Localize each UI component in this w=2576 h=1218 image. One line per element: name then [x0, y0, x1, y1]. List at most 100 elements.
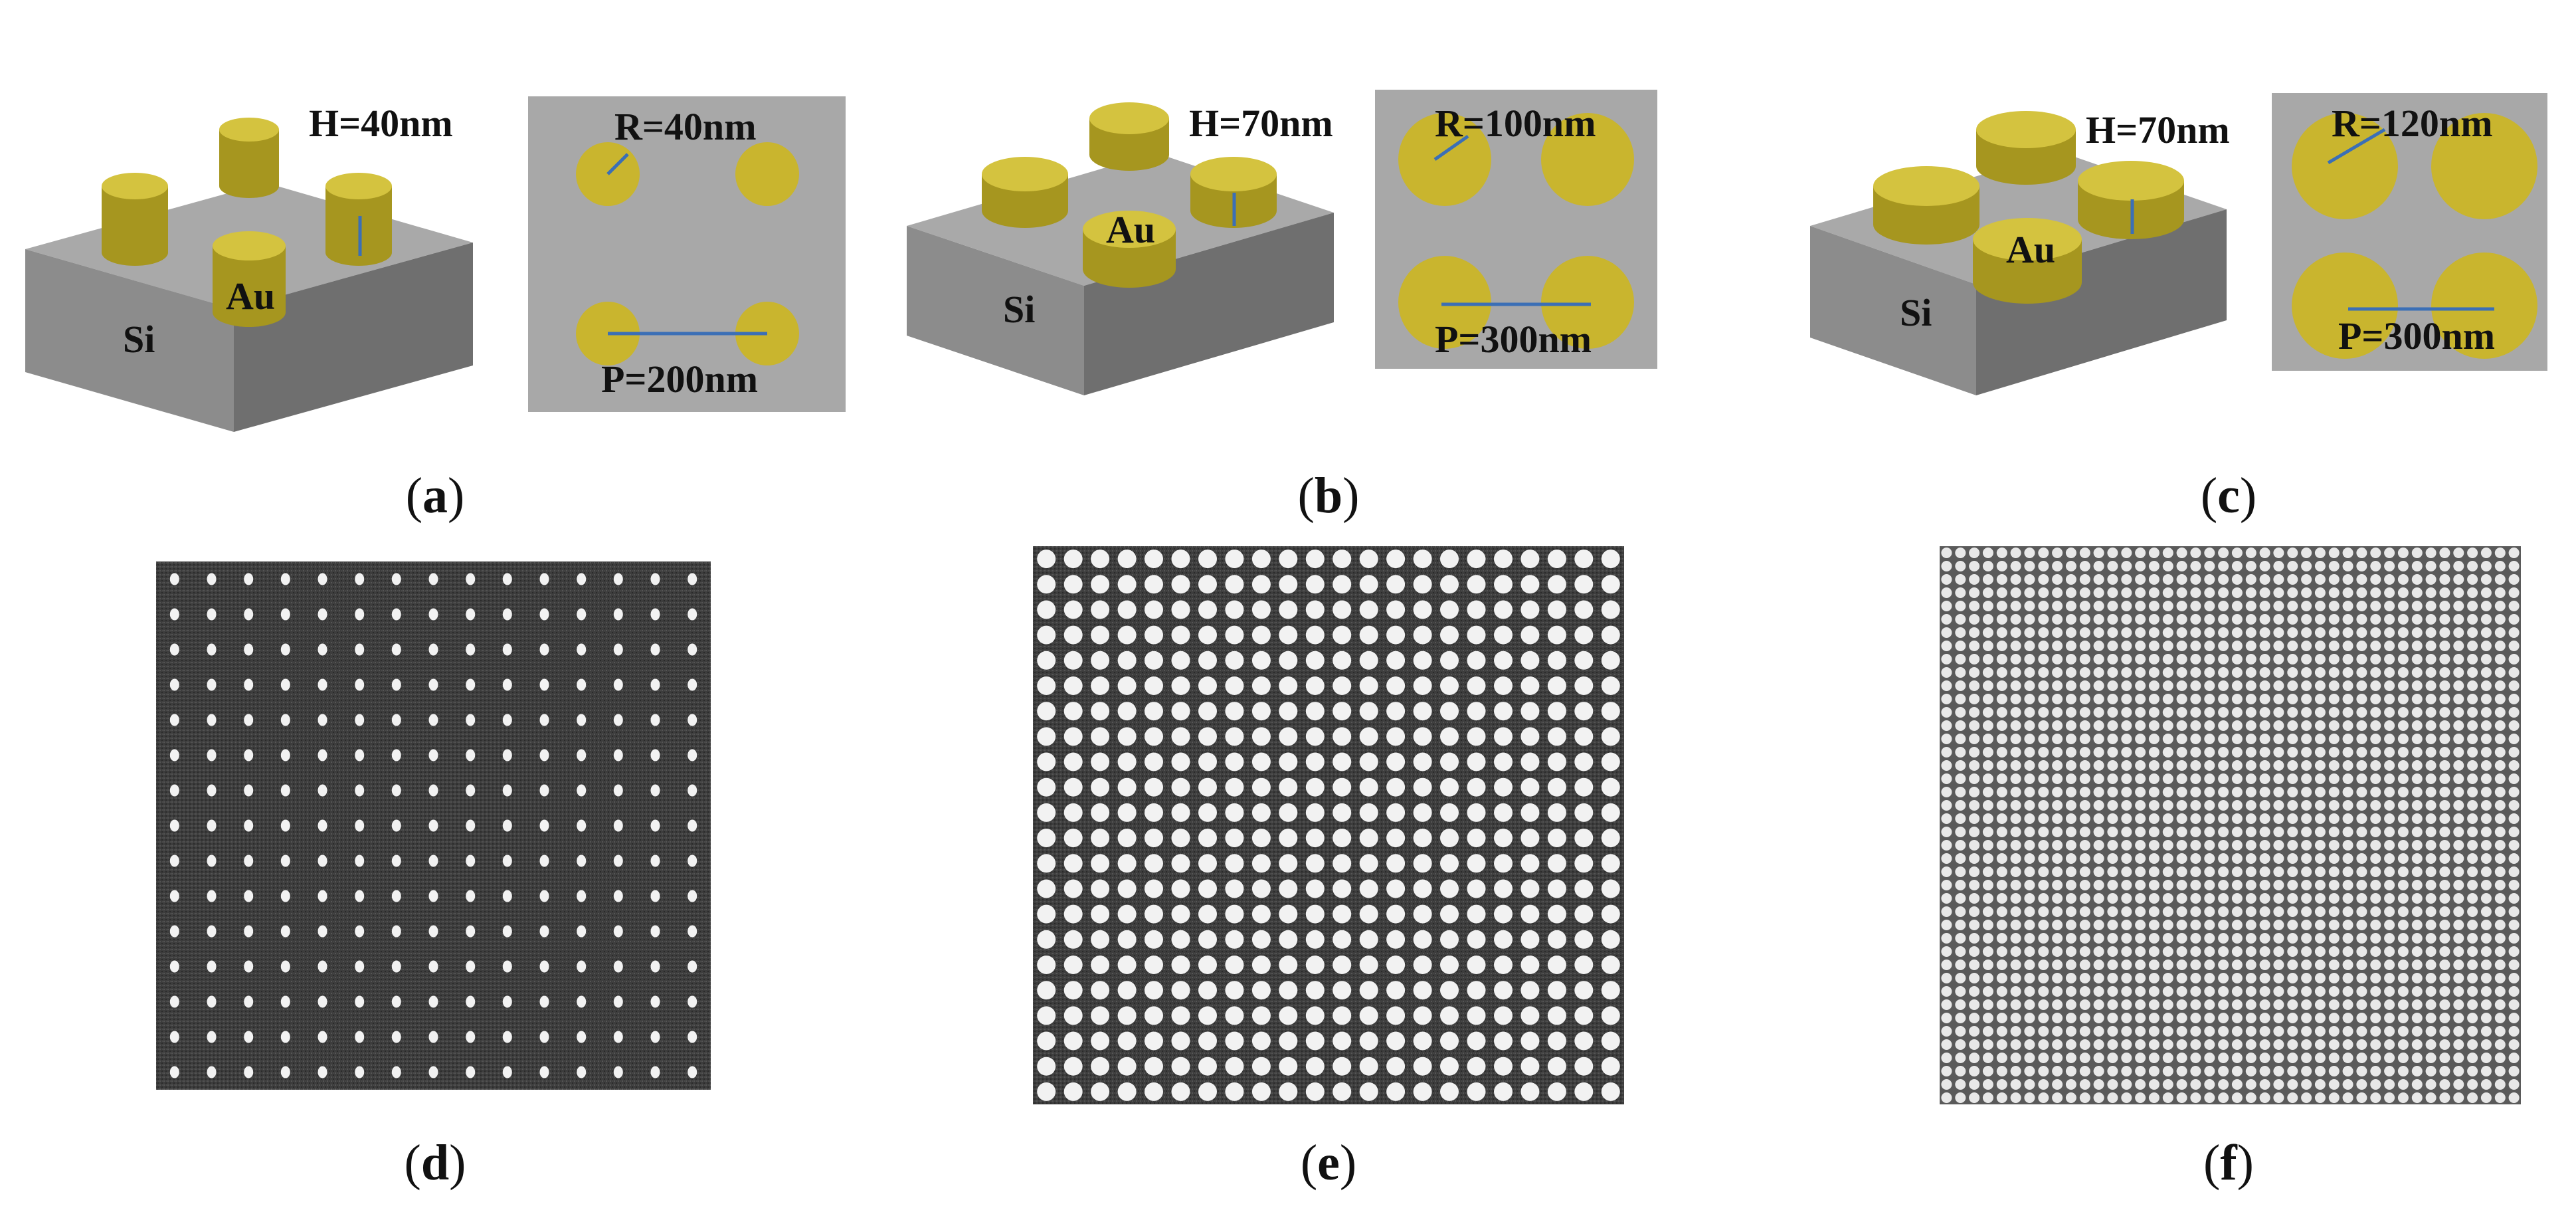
sem-dot [2121, 880, 2132, 890]
sem-dot [1225, 550, 1244, 569]
sem-dot [2301, 694, 2312, 704]
sem-dot [1386, 727, 1406, 746]
sem-dot [1171, 575, 1190, 594]
sem-dot [1494, 829, 1513, 848]
sem-dot [2370, 680, 2381, 691]
sem-dot [2301, 800, 2312, 811]
sem-dot [650, 960, 660, 973]
sem-dot [1969, 747, 1980, 758]
sem-dot [318, 1066, 327, 1078]
radius-label: R=40nm [614, 105, 757, 148]
sem-dot [207, 784, 217, 797]
sem-dot [2218, 1053, 2229, 1063]
sem-dot [1305, 879, 1325, 898]
sem-dot [1063, 600, 1083, 619]
sem-dot [1251, 1082, 1271, 1101]
sem-dot [2148, 747, 2160, 758]
sem-dot [2467, 933, 2478, 944]
sem-dot [2231, 813, 2243, 824]
sem-dot [2065, 866, 2076, 877]
sem-dot [2162, 614, 2173, 625]
sem-dot [1955, 1066, 1966, 1076]
sem-dot [2480, 680, 2492, 691]
sem-dot [1037, 803, 1056, 822]
sem-dot [2467, 627, 2478, 638]
sem-dot [1279, 702, 1298, 721]
sem-dot [1574, 1031, 1594, 1051]
sem-dot [2287, 694, 2298, 704]
sem-dot [2397, 1013, 2409, 1023]
sem-dot [2301, 707, 2312, 718]
sem-dot [1225, 930, 1244, 949]
sem-dot [2135, 760, 2146, 771]
sem-dot [1279, 575, 1298, 594]
sem-dot [1440, 1006, 1459, 1025]
sem-dot [1279, 981, 1298, 1000]
sem-dot [1601, 803, 1620, 822]
sem-dot [391, 784, 401, 797]
sem-dot [2218, 933, 2229, 944]
sem-dot [2494, 933, 2506, 944]
sem-dot [2190, 614, 2201, 625]
sem-dot [1467, 1031, 1486, 1051]
sem-dot [1413, 1006, 1432, 1025]
sem-dot [1063, 829, 1083, 848]
sem-dot [2508, 548, 2520, 558]
sem-dot [650, 643, 660, 656]
sem-dot [2301, 813, 2312, 824]
sem-dot [2370, 760, 2381, 771]
sem-dot [1359, 1031, 1378, 1051]
sem-dot [2079, 920, 2090, 930]
sem-dot [1547, 702, 1566, 721]
sem-dot [577, 678, 587, 691]
sem-dot [1440, 702, 1459, 721]
sem-dot [2093, 1079, 2104, 1090]
sem-dot [2107, 960, 2118, 970]
sem-dot [2162, 561, 2173, 571]
sem-dot [2107, 574, 2118, 585]
sem-dot [1305, 752, 1325, 771]
sem-dot [1440, 550, 1459, 569]
sem-dot [355, 890, 365, 902]
sem-dot [2231, 906, 2243, 917]
sem-dot [2107, 973, 2118, 983]
sem-dot [577, 643, 587, 656]
sem-dot [577, 784, 587, 797]
sem-dot [2162, 866, 2173, 877]
sem-dot [688, 608, 697, 621]
sem-dot [1955, 680, 1966, 691]
sem-dot [1467, 904, 1486, 924]
sem-dot [2107, 707, 2118, 718]
sem-dot [1333, 1031, 1352, 1051]
sem-dot [207, 608, 217, 621]
sem-dot [1305, 550, 1325, 569]
sem-dot [2356, 973, 2367, 983]
sem-dot [2494, 1092, 2506, 1103]
sem-dot [1467, 651, 1486, 670]
sem-dot [1996, 614, 2007, 625]
sem-dot [2425, 587, 2437, 598]
sem-dot [2439, 667, 2450, 678]
sem-dot [2467, 720, 2478, 731]
sem-dot [577, 1031, 587, 1043]
sem-dot [2231, 827, 2243, 837]
sem-dot [2301, 1092, 2312, 1103]
sem-dot [2121, 707, 2132, 718]
si-substrate-right [234, 243, 473, 432]
sem-dot [2218, 1092, 2229, 1103]
sem-dot [2176, 614, 2187, 625]
sem-dot [2135, 641, 2146, 651]
sem-dot [2148, 1039, 2160, 1050]
sem-dot [1198, 1006, 1217, 1025]
sem-dot [2010, 986, 2021, 997]
sem-dot [2356, 827, 2367, 837]
sem-dot [2370, 960, 2381, 970]
sem-dot [2176, 893, 2187, 904]
sem-dot [2148, 853, 2160, 864]
sem-dot [2384, 641, 2395, 651]
sem-dot [2370, 787, 2381, 797]
sem-dot [688, 995, 697, 1008]
sem-dot [1955, 960, 1966, 970]
sem-dot [2370, 880, 2381, 890]
sem-dot [2259, 999, 2270, 1010]
